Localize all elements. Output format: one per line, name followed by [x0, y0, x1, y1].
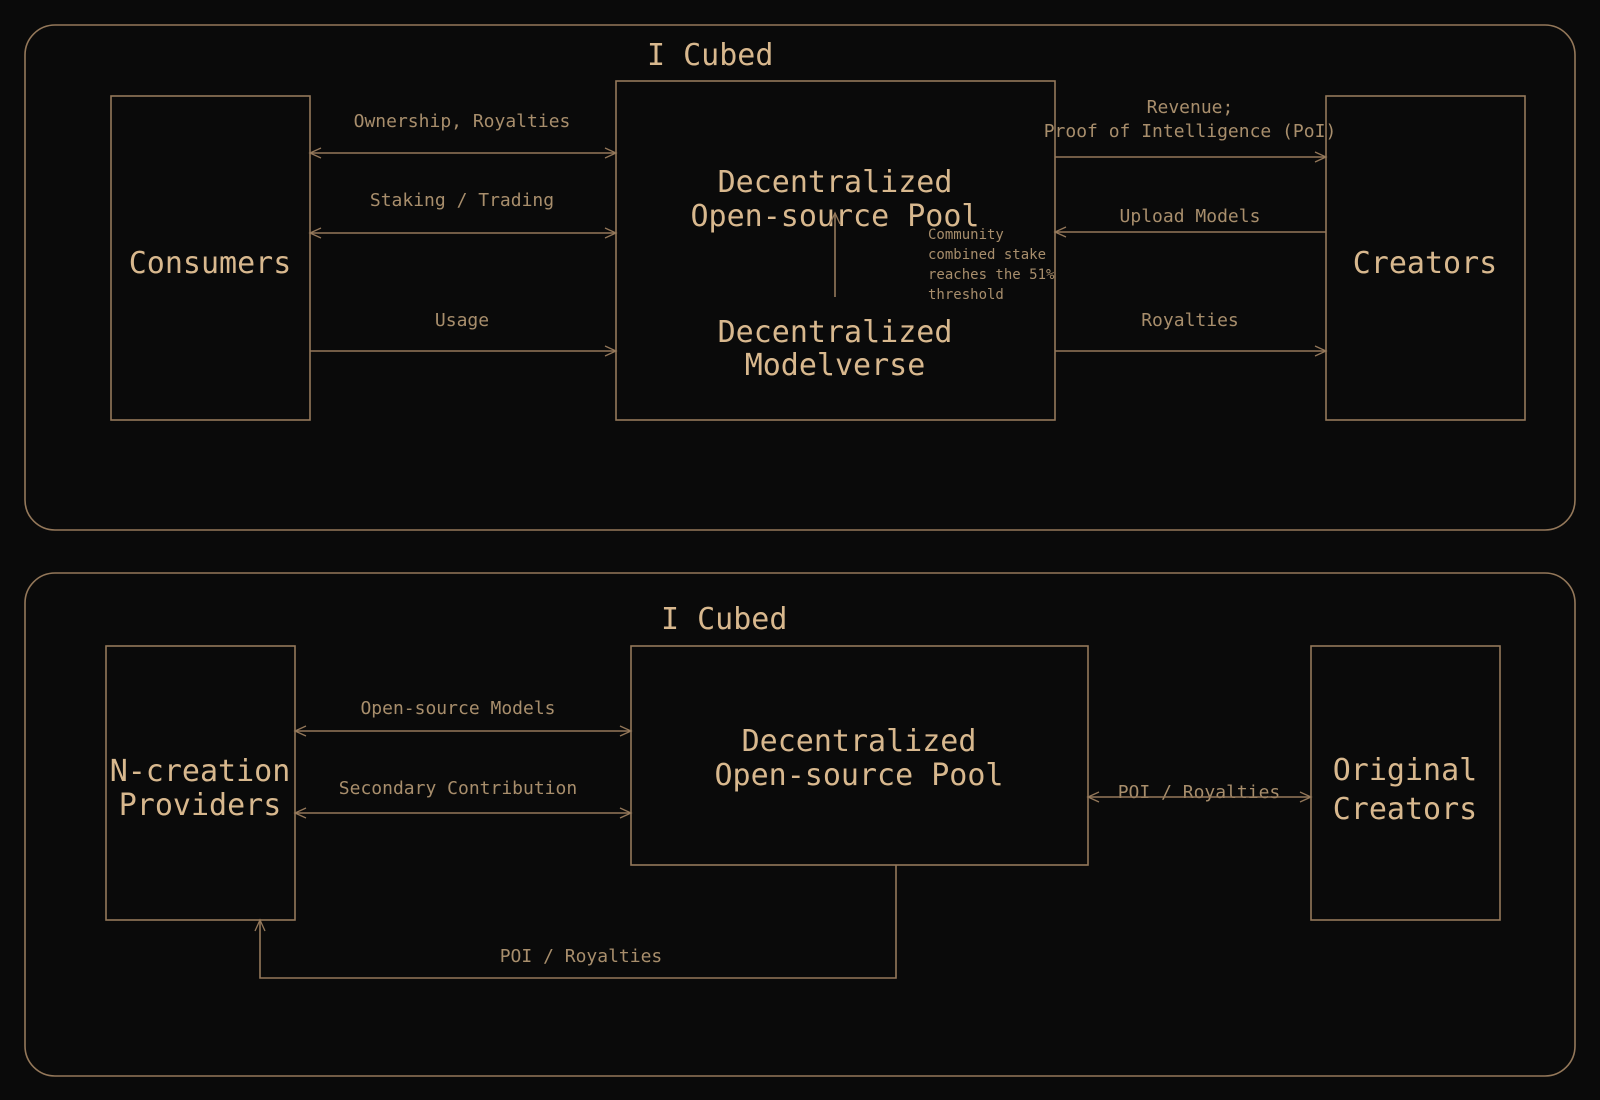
- top-frame-border: [24, 24, 1576, 531]
- edge-poi-royalties-right: POI / Royalties: [1086, 782, 1313, 803]
- providers-label-line2: Providers: [119, 788, 282, 823]
- arrow-right-icon: [1314, 151, 1328, 163]
- edge-staking-trading: Staking / Trading: [308, 190, 618, 239]
- original-creators-box[interactable]: [1310, 645, 1501, 921]
- arrow-left-icon: [308, 147, 322, 159]
- arrow-left-icon: [293, 807, 307, 819]
- modelverse-label-line2: Modelverse: [745, 348, 926, 383]
- top-frame-title: I Cubed: [647, 38, 773, 73]
- arrow-right-icon: [619, 807, 633, 819]
- arrow-right-icon: [604, 345, 618, 357]
- bottom-pool-box[interactable]: [630, 645, 1089, 866]
- stake-threshold-arrow: [829, 211, 841, 297]
- arrow-right-icon: [619, 725, 633, 737]
- edge-label-ownership-royalties: Ownership, Royalties: [354, 111, 571, 132]
- top-frame: I Cubed Consumers Decentralized Open-sou…: [24, 24, 1576, 531]
- edge-upload-models: Upload Models: [1053, 206, 1326, 238]
- edge-poi-royalties-bottom: POI / Royalties: [254, 865, 897, 979]
- arrow-left-icon: [293, 725, 307, 737]
- edge-label-staking-trading: Staking / Trading: [370, 190, 554, 211]
- bottom-frame-title: I Cubed: [661, 602, 787, 637]
- edge-label-poi-royalties-bottom: POI / Royalties: [500, 946, 663, 967]
- original-creators-label-line2: Creators: [1333, 792, 1478, 827]
- providers-label-line1: N-creation: [110, 754, 291, 789]
- edge-label-usage: Usage: [435, 310, 489, 331]
- edge-royalties: Royalties: [1055, 310, 1328, 357]
- edge-label-revenue-line2: Proof of Intelligence (PoI): [1044, 121, 1337, 142]
- arrow-left-icon: [308, 227, 322, 239]
- consumers-label: Consumers: [129, 246, 292, 281]
- note-line4: threshold: [928, 287, 1004, 303]
- edge-label-royalties: Royalties: [1141, 310, 1239, 331]
- bottom-pool-label-line2: Open-source Pool: [715, 758, 1004, 793]
- bottom-frame-border: [24, 572, 1576, 1077]
- edge-label-open-source-models: Open-source Models: [360, 698, 555, 719]
- note-line1: Community: [928, 227, 1004, 243]
- providers-box[interactable]: [105, 645, 296, 921]
- note-line3: reaches the 51%: [928, 267, 1055, 283]
- bottom-frame: I Cubed N-creation Providers Decentraliz…: [24, 572, 1576, 1077]
- edge-open-source-models: Open-source Models: [293, 698, 633, 737]
- edge-label-upload-models: Upload Models: [1120, 206, 1261, 227]
- arrow-right-icon: [1299, 791, 1313, 803]
- creators-label: Creators: [1353, 246, 1498, 281]
- creators-node[interactable]: Creators: [1325, 95, 1526, 421]
- edge-revenue-poi: Revenue; Proof of Intelligence (PoI): [1044, 97, 1337, 163]
- providers-node[interactable]: N-creation Providers: [105, 645, 296, 921]
- edge-label-revenue-line1: Revenue;: [1147, 97, 1234, 118]
- edge-ownership-royalties: Ownership, Royalties: [308, 111, 618, 159]
- consumers-node[interactable]: Consumers: [110, 95, 311, 421]
- original-creators-label-line1: Original: [1333, 753, 1478, 788]
- original-creators-node[interactable]: Original Creators: [1310, 645, 1501, 921]
- note-line2: combined stake: [928, 247, 1046, 263]
- arrow-right-icon: [604, 147, 618, 159]
- arrow-up-icon: [254, 918, 266, 932]
- modelverse-label-line1: Decentralized: [718, 315, 953, 350]
- edge-line: [259, 865, 897, 979]
- arrow-left-icon: [1053, 226, 1067, 238]
- edge-label-secondary-contribution: Secondary Contribution: [339, 778, 577, 799]
- edge-label-poi-royalties-right: POI / Royalties: [1118, 782, 1281, 803]
- bottom-pool-node[interactable]: Decentralized Open-source Pool: [630, 645, 1089, 866]
- pool-label-line1: Decentralized: [718, 165, 953, 200]
- stake-threshold-note: Community combined stake reaches the 51%…: [928, 227, 1055, 303]
- consumers-box[interactable]: [110, 95, 311, 421]
- bottom-pool-label-line1: Decentralized: [742, 724, 977, 759]
- arrow-right-icon: [604, 227, 618, 239]
- arrow-left-icon: [1086, 791, 1100, 803]
- creators-box[interactable]: [1325, 95, 1526, 421]
- edge-secondary-contribution: Secondary Contribution: [293, 778, 633, 819]
- edge-usage: Usage: [310, 310, 618, 357]
- arrow-right-icon: [1314, 345, 1328, 357]
- arrow-up-icon: [829, 211, 841, 225]
